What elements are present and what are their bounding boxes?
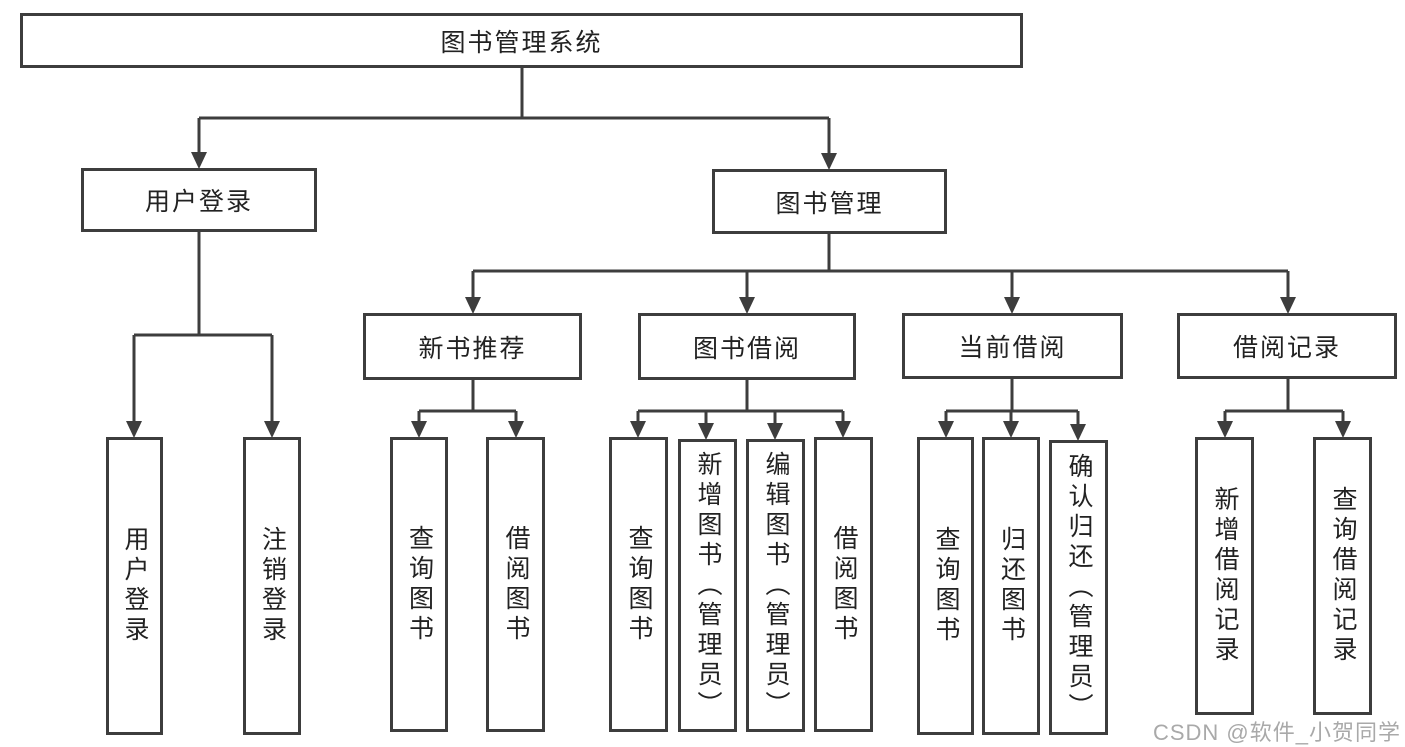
- node-book-borrow: 图书借阅: [638, 313, 856, 380]
- arrowhead: [1004, 297, 1020, 314]
- node-borrow-records: 借阅记录: [1177, 313, 1397, 379]
- arrowhead: [1070, 424, 1086, 441]
- leaf-query-books-borrow: 查询图书: [609, 437, 668, 732]
- node-label: 查询借阅记录: [1329, 486, 1357, 666]
- arrowhead: [411, 421, 427, 438]
- arrowhead: [191, 152, 207, 169]
- node-label: 图书借阅: [692, 334, 801, 363]
- arrowhead: [508, 421, 524, 438]
- arrowhead: [821, 153, 837, 170]
- leaf-edit-book-admin: 编辑图书（管理员）: [746, 439, 805, 732]
- leaf-add-book-admin: 新增图书（管理员）: [678, 439, 737, 732]
- arrowhead: [767, 423, 783, 440]
- node-label: 注销登录: [258, 526, 287, 646]
- leaf-logout: 注销登录: [243, 437, 301, 735]
- node-new-book-recommend: 新书推荐: [363, 313, 582, 380]
- node-label: 借阅记录: [1232, 334, 1341, 362]
- arrowhead: [1003, 421, 1019, 438]
- arrowhead: [465, 297, 481, 314]
- leaf-return-book: 归还图书: [982, 437, 1040, 735]
- node-label: 当前借阅: [958, 334, 1067, 362]
- leaf-user-login: 用户登录: [106, 437, 163, 735]
- node-label: 新增图书（管理员）: [694, 450, 722, 721]
- leaf-query-borrow-record: 查询借阅记录: [1313, 437, 1372, 715]
- node-label: 借阅图书: [830, 524, 858, 645]
- node-label: 查询图书: [625, 524, 653, 645]
- leaf-add-borrow-record: 新增借阅记录: [1195, 437, 1254, 715]
- node-label: 用户登录: [121, 526, 149, 646]
- node-book-management: 图书管理: [712, 169, 947, 234]
- leaf-query-books-current: 查询图书: [917, 437, 974, 735]
- node-label: 借阅图书: [502, 524, 530, 645]
- arrowhead: [264, 421, 280, 438]
- arrowhead: [938, 421, 954, 438]
- arrowhead: [126, 421, 142, 438]
- arrowhead: [1280, 297, 1296, 314]
- watermark-text: CSDN @软件_小贺同学: [1152, 720, 1401, 745]
- arrowhead: [1335, 421, 1351, 438]
- node-root: 图书管理系统: [20, 13, 1023, 68]
- node-label: 用户登录: [144, 188, 253, 216]
- node-label: 归还图书: [997, 526, 1026, 646]
- node-label: 图书管理系统: [440, 28, 603, 57]
- arrowhead: [630, 421, 646, 438]
- node-label: 新增借阅记录: [1211, 486, 1239, 666]
- arrowhead: [739, 297, 755, 314]
- node-label: 查询图书: [405, 524, 434, 645]
- arrowhead: [835, 421, 851, 438]
- leaf-borrow-books: 借阅图书: [814, 437, 873, 732]
- leaf-confirm-return-admin: 确认归还（管理员）: [1049, 440, 1108, 735]
- arrowheads: [126, 152, 1351, 441]
- node-user-login: 用户登录: [81, 168, 317, 232]
- node-label: 查询图书: [932, 526, 960, 646]
- node-label: 确认归还（管理员）: [1065, 452, 1093, 723]
- leaf-borrow-books-recommend: 借阅图书: [486, 437, 545, 732]
- leaf-query-books-recommend: 查询图书: [390, 437, 448, 732]
- arrowhead: [1217, 421, 1233, 438]
- node-label: 新书推荐: [418, 334, 527, 363]
- node-label: 编辑图书（管理员）: [762, 450, 790, 721]
- node-current-borrow: 当前借阅: [902, 313, 1123, 379]
- node-label: 图书管理: [775, 189, 884, 218]
- arrowhead: [698, 423, 714, 440]
- connector-segments: [132, 68, 1345, 424]
